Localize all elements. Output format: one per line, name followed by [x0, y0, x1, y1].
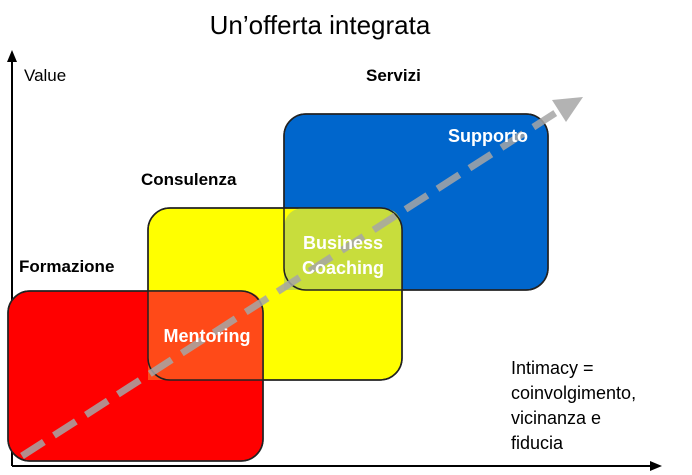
consulenza-label: Consulenza — [141, 170, 237, 189]
x-axis-note-line1: Intimacy = — [511, 358, 594, 378]
formazione-box-outline — [7, 290, 264, 462]
consulenza-box-outline — [147, 207, 403, 381]
y-axis-label: Value — [24, 66, 67, 85]
supporto-label: Supporto — [448, 126, 528, 146]
mentoring-label: Mentoring — [163, 326, 251, 346]
mentoring-overlap — [148, 291, 263, 380]
formazione-label: Formazione — [19, 257, 115, 276]
x-axis-note-line2: coinvolgimento, — [511, 383, 637, 403]
servizi-label: Servizi — [366, 66, 421, 85]
business-coaching-line1: Business — [302, 233, 384, 253]
x-axis-arrowhead — [650, 461, 662, 471]
business-coaching-line2: Coaching — [301, 258, 384, 278]
x-axis-note-line4: fiducia — [511, 433, 564, 453]
diagram-title: Un’offerta integrata — [209, 10, 431, 40]
servizi-box-outline — [283, 113, 549, 291]
growth-arrowhead — [552, 97, 583, 122]
business-coaching-label: Business Coaching — [284, 231, 402, 281]
x-axis-note-line3: vicinanza e — [511, 408, 602, 428]
x-axis-note: Intimacy = coinvolgimento, vicinanza e f… — [511, 356, 636, 456]
growth-arrow-line — [20, 107, 562, 459]
y-axis-arrowhead — [7, 50, 17, 62]
